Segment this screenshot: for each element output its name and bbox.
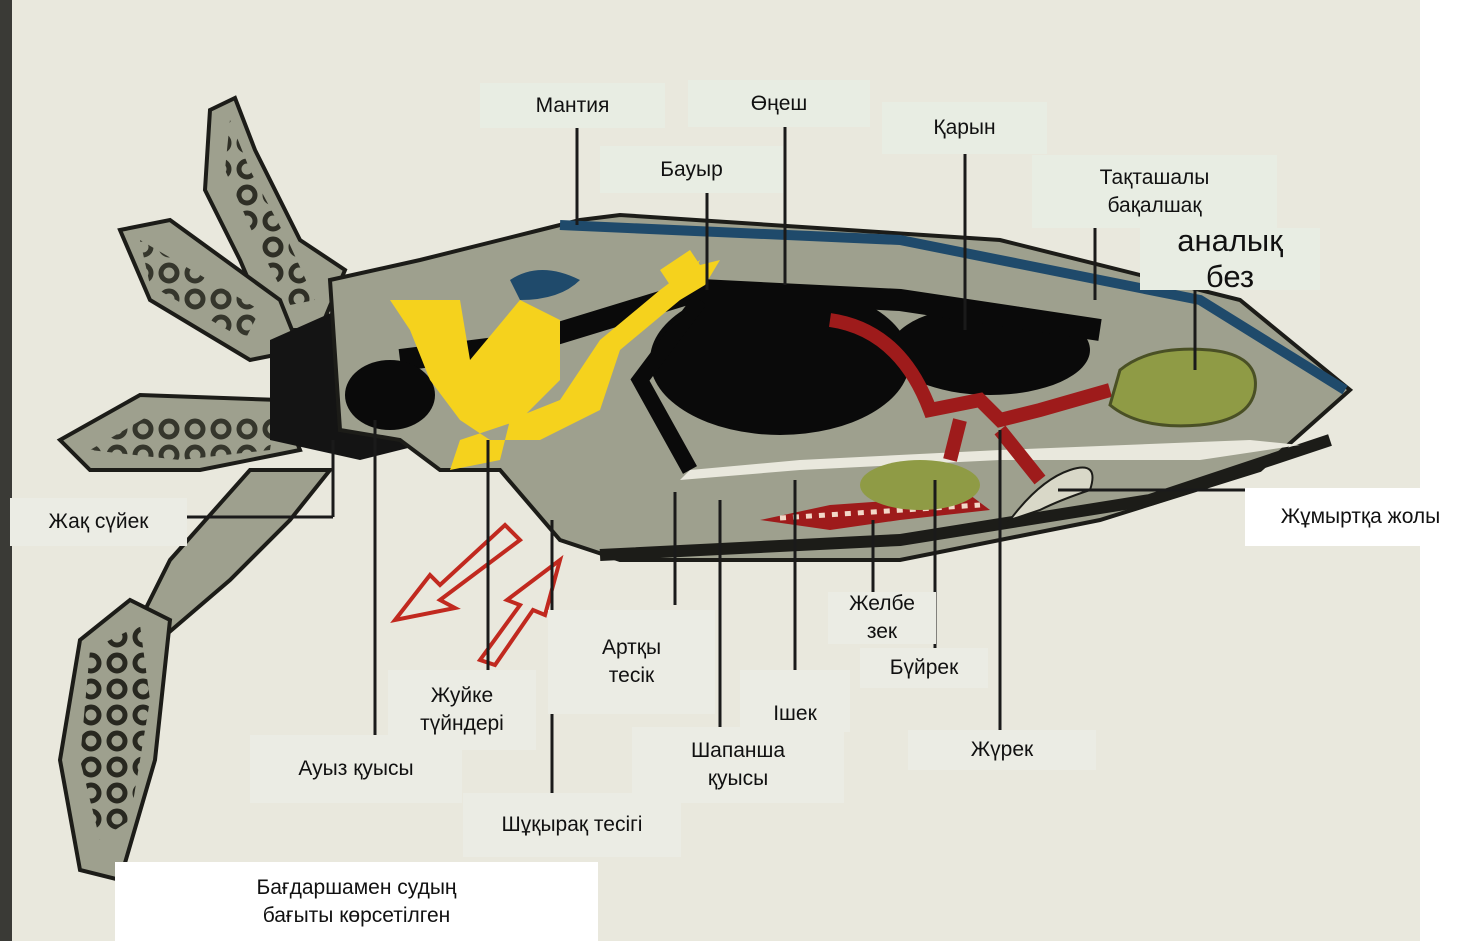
label-esophagus: Өңеш bbox=[688, 80, 870, 127]
label-oviduct: Жұмыртқа жолы bbox=[1245, 488, 1476, 546]
label-heart: Жүрек bbox=[908, 730, 1096, 770]
label-siphon-opening: Шұқырақ тесігі bbox=[463, 793, 681, 857]
label-liver: Бауыр bbox=[600, 146, 783, 193]
label-kidney: Бүйрек bbox=[860, 648, 988, 688]
buccal-mass bbox=[345, 360, 435, 430]
label-stomach: Қарын bbox=[882, 102, 1047, 154]
label-mantle: Мантия bbox=[480, 83, 665, 128]
label-intestine: Ішек bbox=[740, 670, 850, 732]
left-shadow-edge bbox=[0, 0, 12, 941]
kidney-organ bbox=[860, 460, 980, 510]
gonad-organ bbox=[1110, 349, 1255, 426]
label-mouth-cavity: Ауыз қуысы bbox=[250, 735, 462, 803]
label-jaw: Жақ сүйек bbox=[10, 498, 187, 546]
